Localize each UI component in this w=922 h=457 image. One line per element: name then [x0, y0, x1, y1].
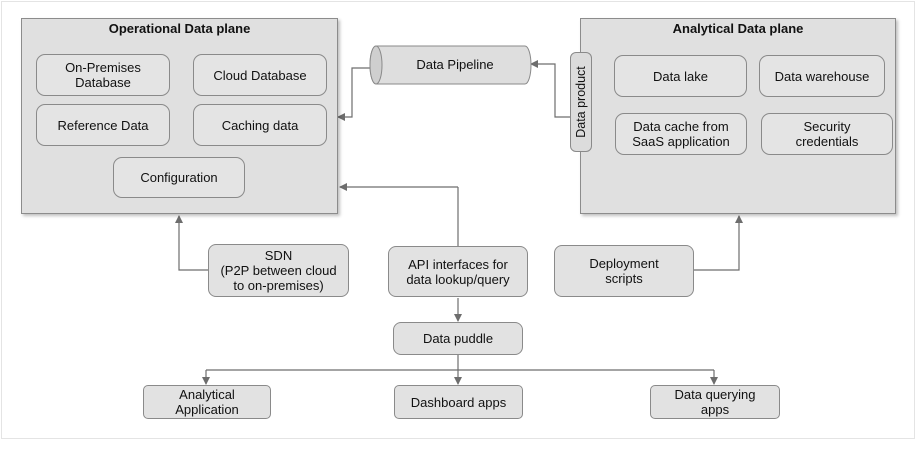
- analytical-data-plane: Analytical Data plane Data lake Data war…: [580, 18, 896, 214]
- caching-data-box: Caching data: [193, 104, 327, 146]
- data-product-label: Data product: [574, 66, 588, 138]
- data-cache-box: Data cache from SaaS application: [615, 113, 747, 155]
- analytical-application-box: Analytical Application: [143, 385, 271, 419]
- analytical-plane-title: Analytical Data plane: [672, 21, 804, 36]
- pipeline-to-operational-arrow: [337, 67, 370, 121]
- security-credentials-box: Security credentials: [761, 113, 893, 155]
- data-puddle-box: Data puddle: [393, 322, 523, 355]
- data-warehouse-box: Data warehouse: [759, 55, 885, 97]
- deployment-scripts-box: Deployment scripts: [554, 245, 694, 297]
- operational-data-plane: Operational Data plane On-Premises Datab…: [21, 18, 338, 214]
- data-pipeline-label: Data Pipeline: [416, 56, 494, 72]
- reference-data-box: Reference Data: [36, 104, 170, 146]
- sdn-box: SDN (P2P between cloud to on-premises): [208, 244, 349, 297]
- dashboard-apps-box: Dashboard apps: [394, 385, 523, 419]
- on-premises-database-box: On-Premises Database: [36, 54, 170, 96]
- cloud-database-box: Cloud Database: [193, 54, 327, 96]
- sdn-to-operational-arrow: [175, 215, 210, 271]
- operational-plane-title: Operational Data plane: [108, 21, 251, 36]
- data-pipeline-cylinder: [369, 45, 532, 85]
- data-lake-box: Data lake: [614, 55, 747, 97]
- data-querying-apps-box: Data querying apps: [650, 385, 780, 419]
- api-interfaces-box: API interfaces for data lookup/query: [388, 246, 528, 297]
- data-product-box: Data product: [570, 52, 592, 152]
- data-product-to-pipeline-arrow: [530, 60, 570, 118]
- diagram-frame: [1, 1, 915, 439]
- configuration-box: Configuration: [113, 157, 245, 198]
- deployment-to-analytical-arrow: [693, 215, 743, 271]
